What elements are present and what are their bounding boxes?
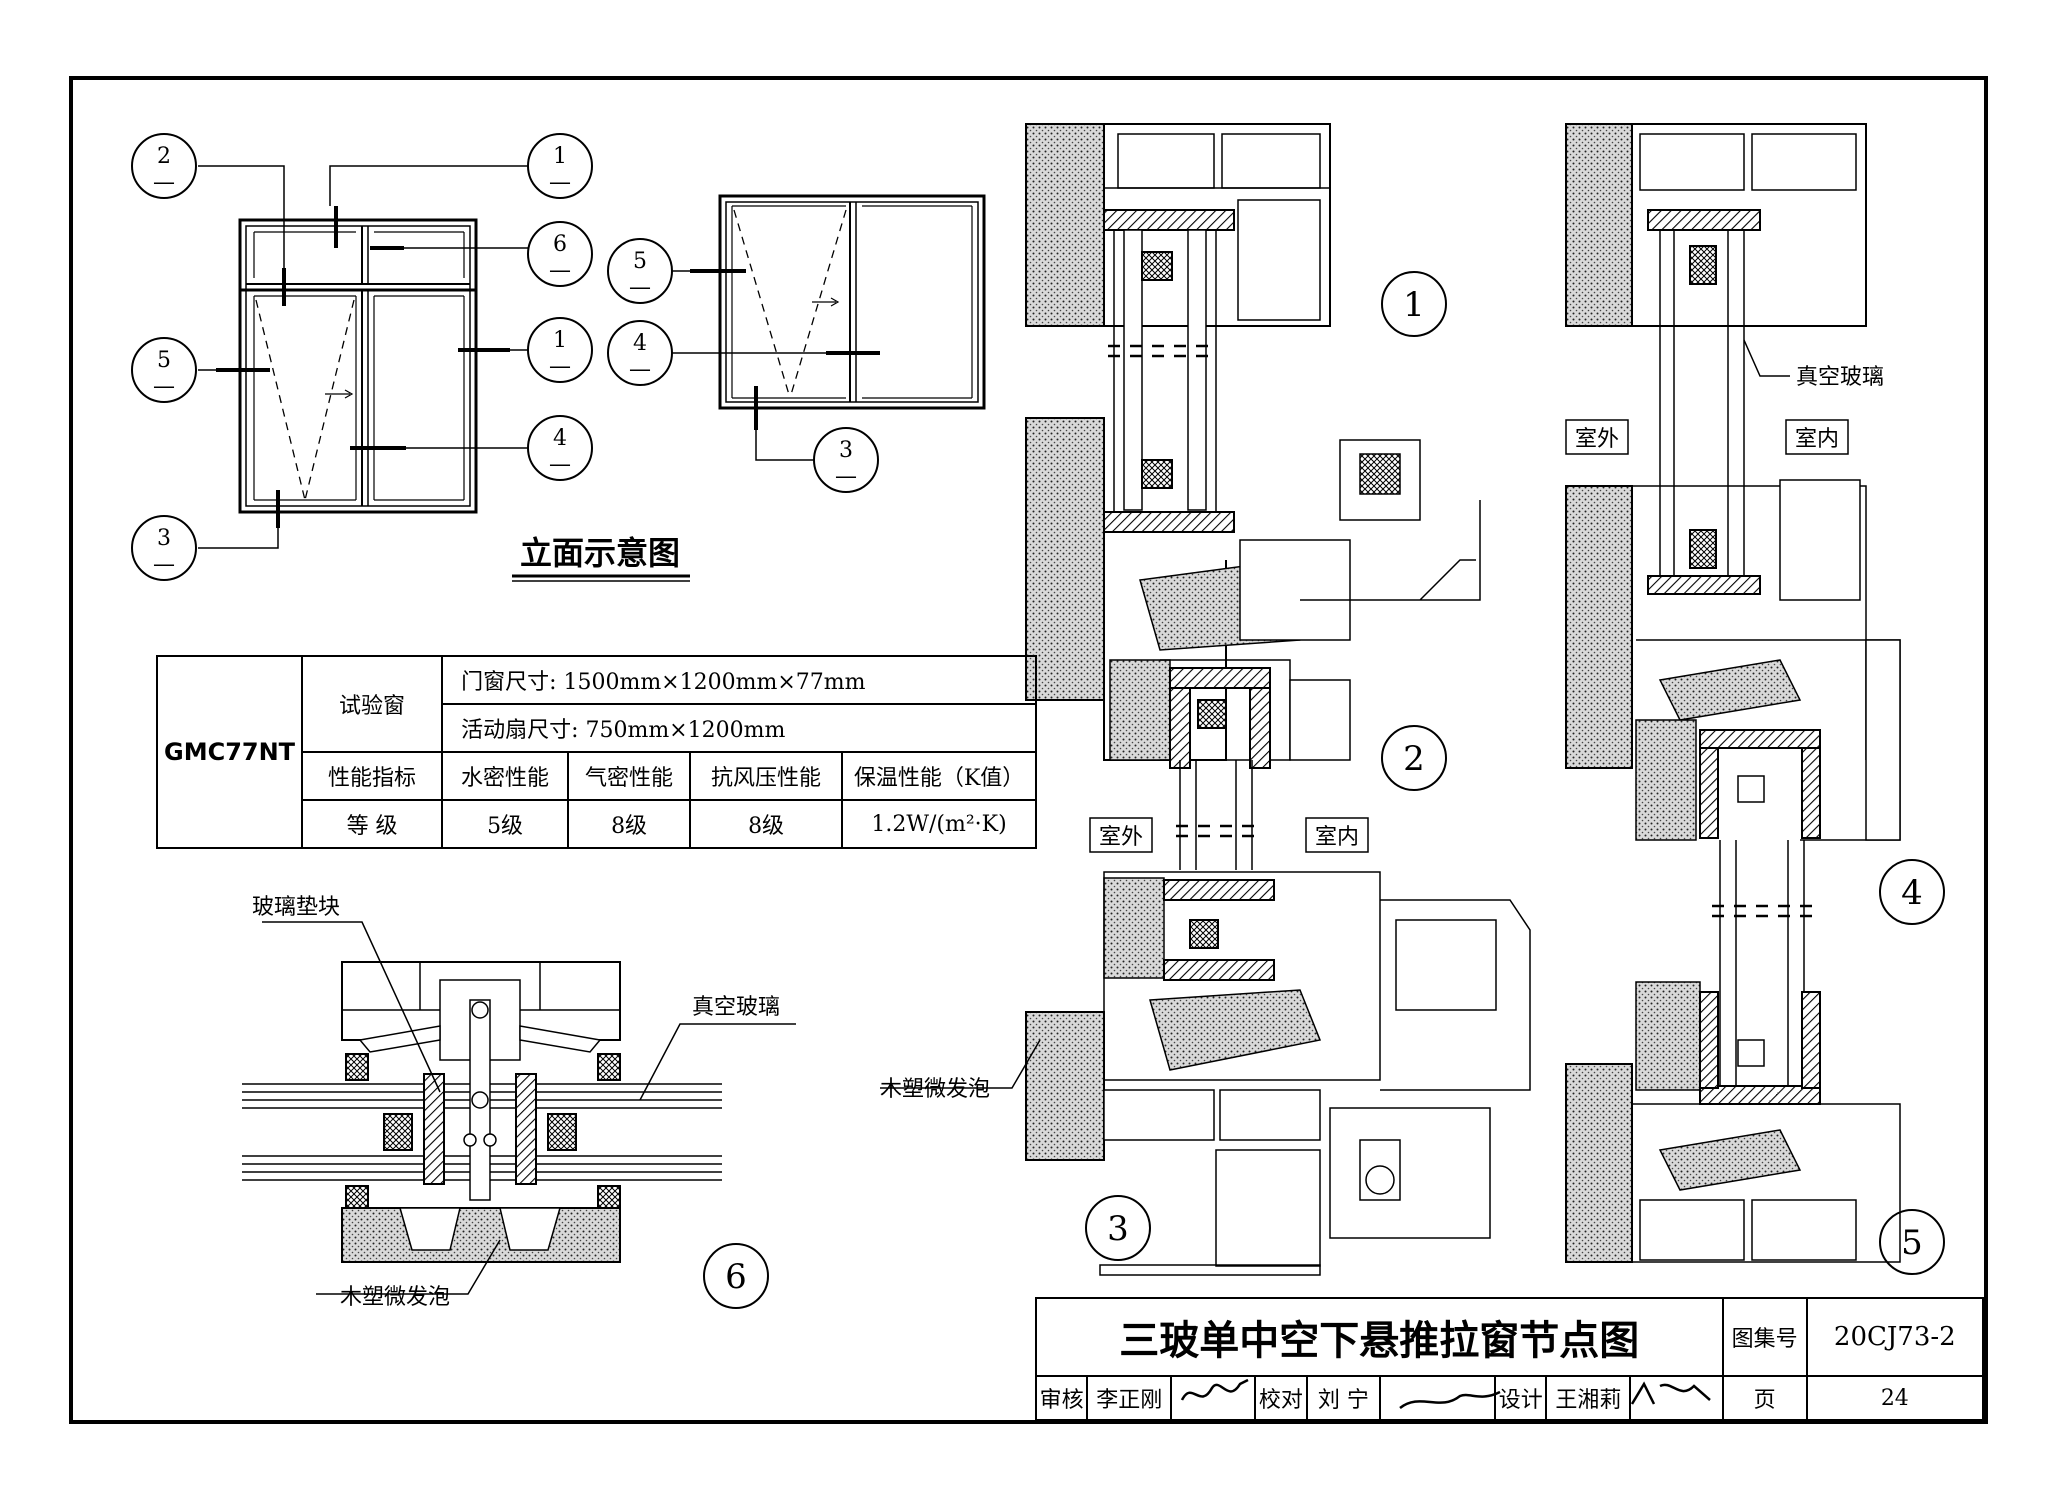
designer-name: 王湘莉: [1545, 1375, 1632, 1421]
callout-circle: [527, 133, 593, 199]
header-insulation: 保温性能（K值）: [841, 751, 1038, 801]
atlas-label: 图集号: [1721, 1297, 1808, 1377]
perf-label: 性能指标: [301, 751, 444, 801]
callout-circle: [527, 317, 593, 383]
title-block: 三玻单中空下悬推拉窗节点图 图集号 20CJ73-2 审核 李正刚 校对 刘 宁…: [1034, 1297, 1985, 1421]
label-vacuum-glass: 真空玻璃: [692, 995, 780, 1020]
designer-signature: [1629, 1375, 1724, 1421]
callout-circle: [527, 415, 593, 481]
label-wpc-foam: 木塑微发泡: [340, 1285, 450, 1310]
label-vacuum-glass: 真空玻璃: [1796, 365, 1884, 390]
callout-num: 3: [157, 526, 171, 551]
callout-circle: [527, 221, 593, 287]
callout-circle: [131, 133, 197, 199]
header-airtight: 气密性能: [567, 751, 692, 801]
review-label: 审核: [1034, 1375, 1089, 1421]
node-number-4: 4: [1901, 873, 1923, 913]
node-number-5: 5: [1901, 1223, 1923, 1263]
callout-dash: —: [153, 170, 175, 195]
callout-num: 4: [633, 331, 647, 356]
page-label: 页: [1721, 1375, 1808, 1421]
header-wind-pressure: 抗风压性能: [689, 751, 844, 801]
callout-dash: —: [549, 258, 571, 283]
reviewer-signature: [1170, 1375, 1257, 1421]
callout-num: 3: [839, 438, 853, 463]
elevation-callout-texts: 2 — 1 — 6 — 5 — 1 — 4 — 3 — 5 — 4 — 3 —: [153, 144, 857, 577]
detail-4-5-section: [1565, 123, 1945, 1275]
window-size: 门窗尺寸: 1500mm×1200mm×77mm: [441, 655, 1038, 705]
callout-num: 2: [157, 144, 171, 169]
callout-dash: —: [153, 552, 175, 577]
node-number-1: 1: [1403, 285, 1425, 325]
label-outdoor: 室外: [1575, 427, 1619, 452]
atlas-number: 20CJ73-2: [1805, 1297, 1985, 1377]
grade-wind-pressure: 8级: [689, 799, 844, 849]
callout-num: 5: [157, 348, 171, 373]
callout-num: 1: [553, 328, 567, 353]
elevation-diagram: [131, 133, 986, 581]
callout-circle: [131, 515, 197, 581]
node-number-3: 3: [1107, 1209, 1129, 1249]
callout-circle: [607, 238, 673, 304]
callout-num: 6: [553, 232, 567, 257]
label-indoor: 室内: [1315, 825, 1359, 850]
detail-1-2-3-section: [880, 123, 1531, 1276]
drawing-title: 三玻单中空下悬推拉窗节点图: [1035, 1297, 1724, 1377]
callout-dash: —: [549, 452, 571, 477]
checker-signature: [1379, 1375, 1497, 1421]
grade-label: 等 级: [301, 799, 444, 849]
node-number-2: 2: [1403, 739, 1425, 779]
callout-circle: [131, 337, 197, 403]
callout-dash: —: [629, 275, 651, 300]
grade-watertight: 5级: [441, 799, 570, 849]
callout-dash: —: [153, 374, 175, 399]
spec-table: GMC77NT 试验窗 门窗尺寸: 1500mm×1200mm×77mm 活动扇…: [155, 655, 1038, 849]
callout-dash: —: [549, 354, 571, 379]
sash-size: 活动扇尺寸: 750mm×1200mm: [441, 703, 1038, 753]
detail-4-5-labels: 真空玻璃 室外 室内 4 5: [1575, 365, 1923, 1263]
sheet-border: [69, 76, 1988, 1424]
reviewer-name: 李正刚: [1086, 1375, 1173, 1421]
header-watertight: 水密性能: [441, 751, 570, 801]
page-number: 24: [1805, 1375, 1985, 1421]
detail-6-labels: 玻璃垫块 真空玻璃 木塑微发泡 6: [252, 895, 780, 1310]
label-indoor: 室内: [1795, 427, 1839, 452]
elevation-title: 立面示意图: [520, 534, 680, 572]
model-name: GMC77NT: [155, 655, 304, 849]
test-window-label: 试验窗: [301, 655, 444, 753]
checker-name: 刘 宁: [1305, 1375, 1382, 1421]
design-label: 设计: [1494, 1375, 1548, 1421]
node-number-6: 6: [725, 1257, 747, 1297]
callout-circle: [607, 320, 673, 386]
callout-circle: [813, 427, 879, 493]
label-outdoor: 室外: [1099, 825, 1143, 850]
callout-num: 4: [553, 426, 567, 451]
label-glass-block: 玻璃垫块: [252, 895, 340, 920]
callout-dash: —: [549, 170, 571, 195]
grade-insulation: 1.2W/(m²·K): [841, 799, 1038, 849]
grade-airtight: 8级: [567, 799, 692, 849]
detail-6-section: [242, 921, 796, 1309]
callout-dash: —: [835, 464, 857, 489]
detail-1-2-3-labels: 室外 室内 木塑微发泡 1 2 3: [880, 285, 1425, 1249]
callout-num: 5: [633, 249, 647, 274]
check-label: 校对: [1254, 1375, 1308, 1421]
callout-dash: —: [629, 357, 651, 382]
label-wpc-foam: 木塑微发泡: [880, 1077, 990, 1102]
callout-num: 1: [553, 144, 567, 169]
